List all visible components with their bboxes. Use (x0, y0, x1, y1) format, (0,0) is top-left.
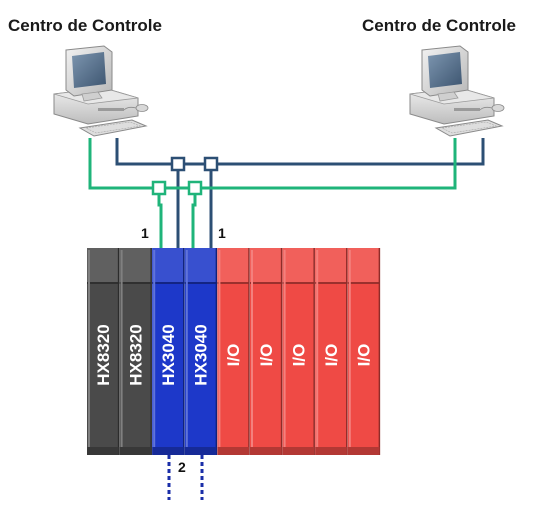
module-io-7: I/O (282, 248, 315, 455)
module-label: I/O (257, 344, 276, 367)
module-io-9: I/O (347, 248, 381, 455)
module-io-6: I/O (250, 248, 283, 455)
computer-left-icon (53, 45, 149, 137)
network-label-bottom: 2 (178, 459, 186, 475)
module-io-8: I/O (315, 248, 348, 455)
module-cpu-2: HX8320 (119, 248, 152, 455)
module-label: HX8320 (94, 324, 113, 385)
control-center-left-label: Centro de Controle (8, 16, 162, 35)
junction-blue-1 (170, 156, 186, 172)
module-label: I/O (289, 344, 308, 367)
module-label: I/O (355, 344, 374, 367)
plc-rack: HX8320 HX8320 HX3040 HX3040 I/O I/O I/O I/O I/O (87, 248, 381, 455)
module-label: HX3040 (192, 324, 211, 385)
module-label: I/O (224, 344, 243, 367)
junction-blue-2 (203, 156, 219, 172)
module-comm-4: HX3040 (184, 248, 218, 455)
control-center-right-label: Centro de Controle (362, 16, 516, 35)
network-label-left: 1 (141, 225, 149, 241)
module-io-5: I/O (217, 248, 250, 455)
redundant-link (167, 455, 204, 500)
junction-green-2 (187, 180, 203, 196)
network-blue (115, 138, 485, 248)
module-cpu-1: HX8320 (87, 248, 120, 455)
module-label: I/O (322, 344, 341, 367)
computer-right-icon (409, 45, 505, 137)
junction-green-1 (151, 180, 167, 196)
network-label-right: 1 (218, 225, 226, 241)
network-green (88, 138, 457, 248)
module-comm-3: HX3040 (152, 248, 185, 455)
module-label: HX8320 (126, 324, 145, 385)
module-label: HX3040 (159, 324, 178, 385)
